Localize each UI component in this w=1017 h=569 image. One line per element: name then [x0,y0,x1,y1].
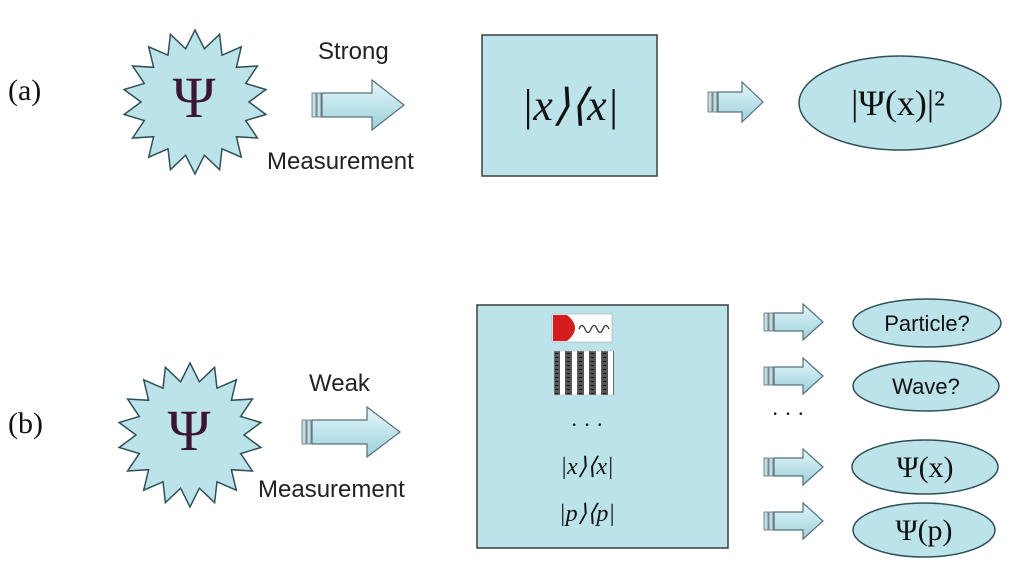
result-label-wave: Wave? [892,374,960,399]
measurement-label-b: Measurement [258,476,405,503]
result-arrow-psi-x [763,447,824,487]
operator-p-projector-b: |p⟩⟨p| [559,501,615,527]
psi-symbol-a: Ψ [173,65,216,130]
weak-measurement-arrow [301,405,401,459]
result-oval-particle [852,298,1002,348]
interference-fringes-icon [553,350,615,396]
psi-star-b [117,361,263,509]
results-ellipsis: · · · [772,401,805,426]
strong-label: Strong [318,38,389,65]
result-label-psi-p: Ψ(p) [895,514,952,547]
result-oval-psi-x [851,439,999,495]
result-oval-psi-p [852,502,996,558]
result-arrow-wave [763,356,824,396]
weak-label: Weak [309,370,370,397]
panel-label-a: (a) [8,74,42,107]
particle-detector-icon [551,313,613,343]
result-arrow-particle [763,302,824,342]
psi-symbol-b: Ψ [168,398,211,463]
operator-box-b [476,304,729,549]
operator-x-projector-a: |x⟩⟨x| [521,81,619,130]
result-arrow-psi-p [763,501,824,541]
result-oval-wave [852,360,1000,412]
psi-star-a [122,28,268,176]
result-label-particle: Particle? [884,311,970,336]
strong-measurement-arrow [311,78,405,132]
result-arrow-a [707,80,764,124]
operator-x-projector-b: |x⟩⟨x| [560,454,613,480]
result-oval-a [798,55,1002,151]
box-ellipsis: · · · [571,412,604,437]
measurement-label-a: Measurement [267,148,414,175]
panel-label-b: (b) [8,407,43,440]
probability-density-label: |Ψ(x)|² [851,83,945,123]
result-label-psi-x: Ψ(x) [896,451,953,484]
operator-box-a [481,34,658,177]
